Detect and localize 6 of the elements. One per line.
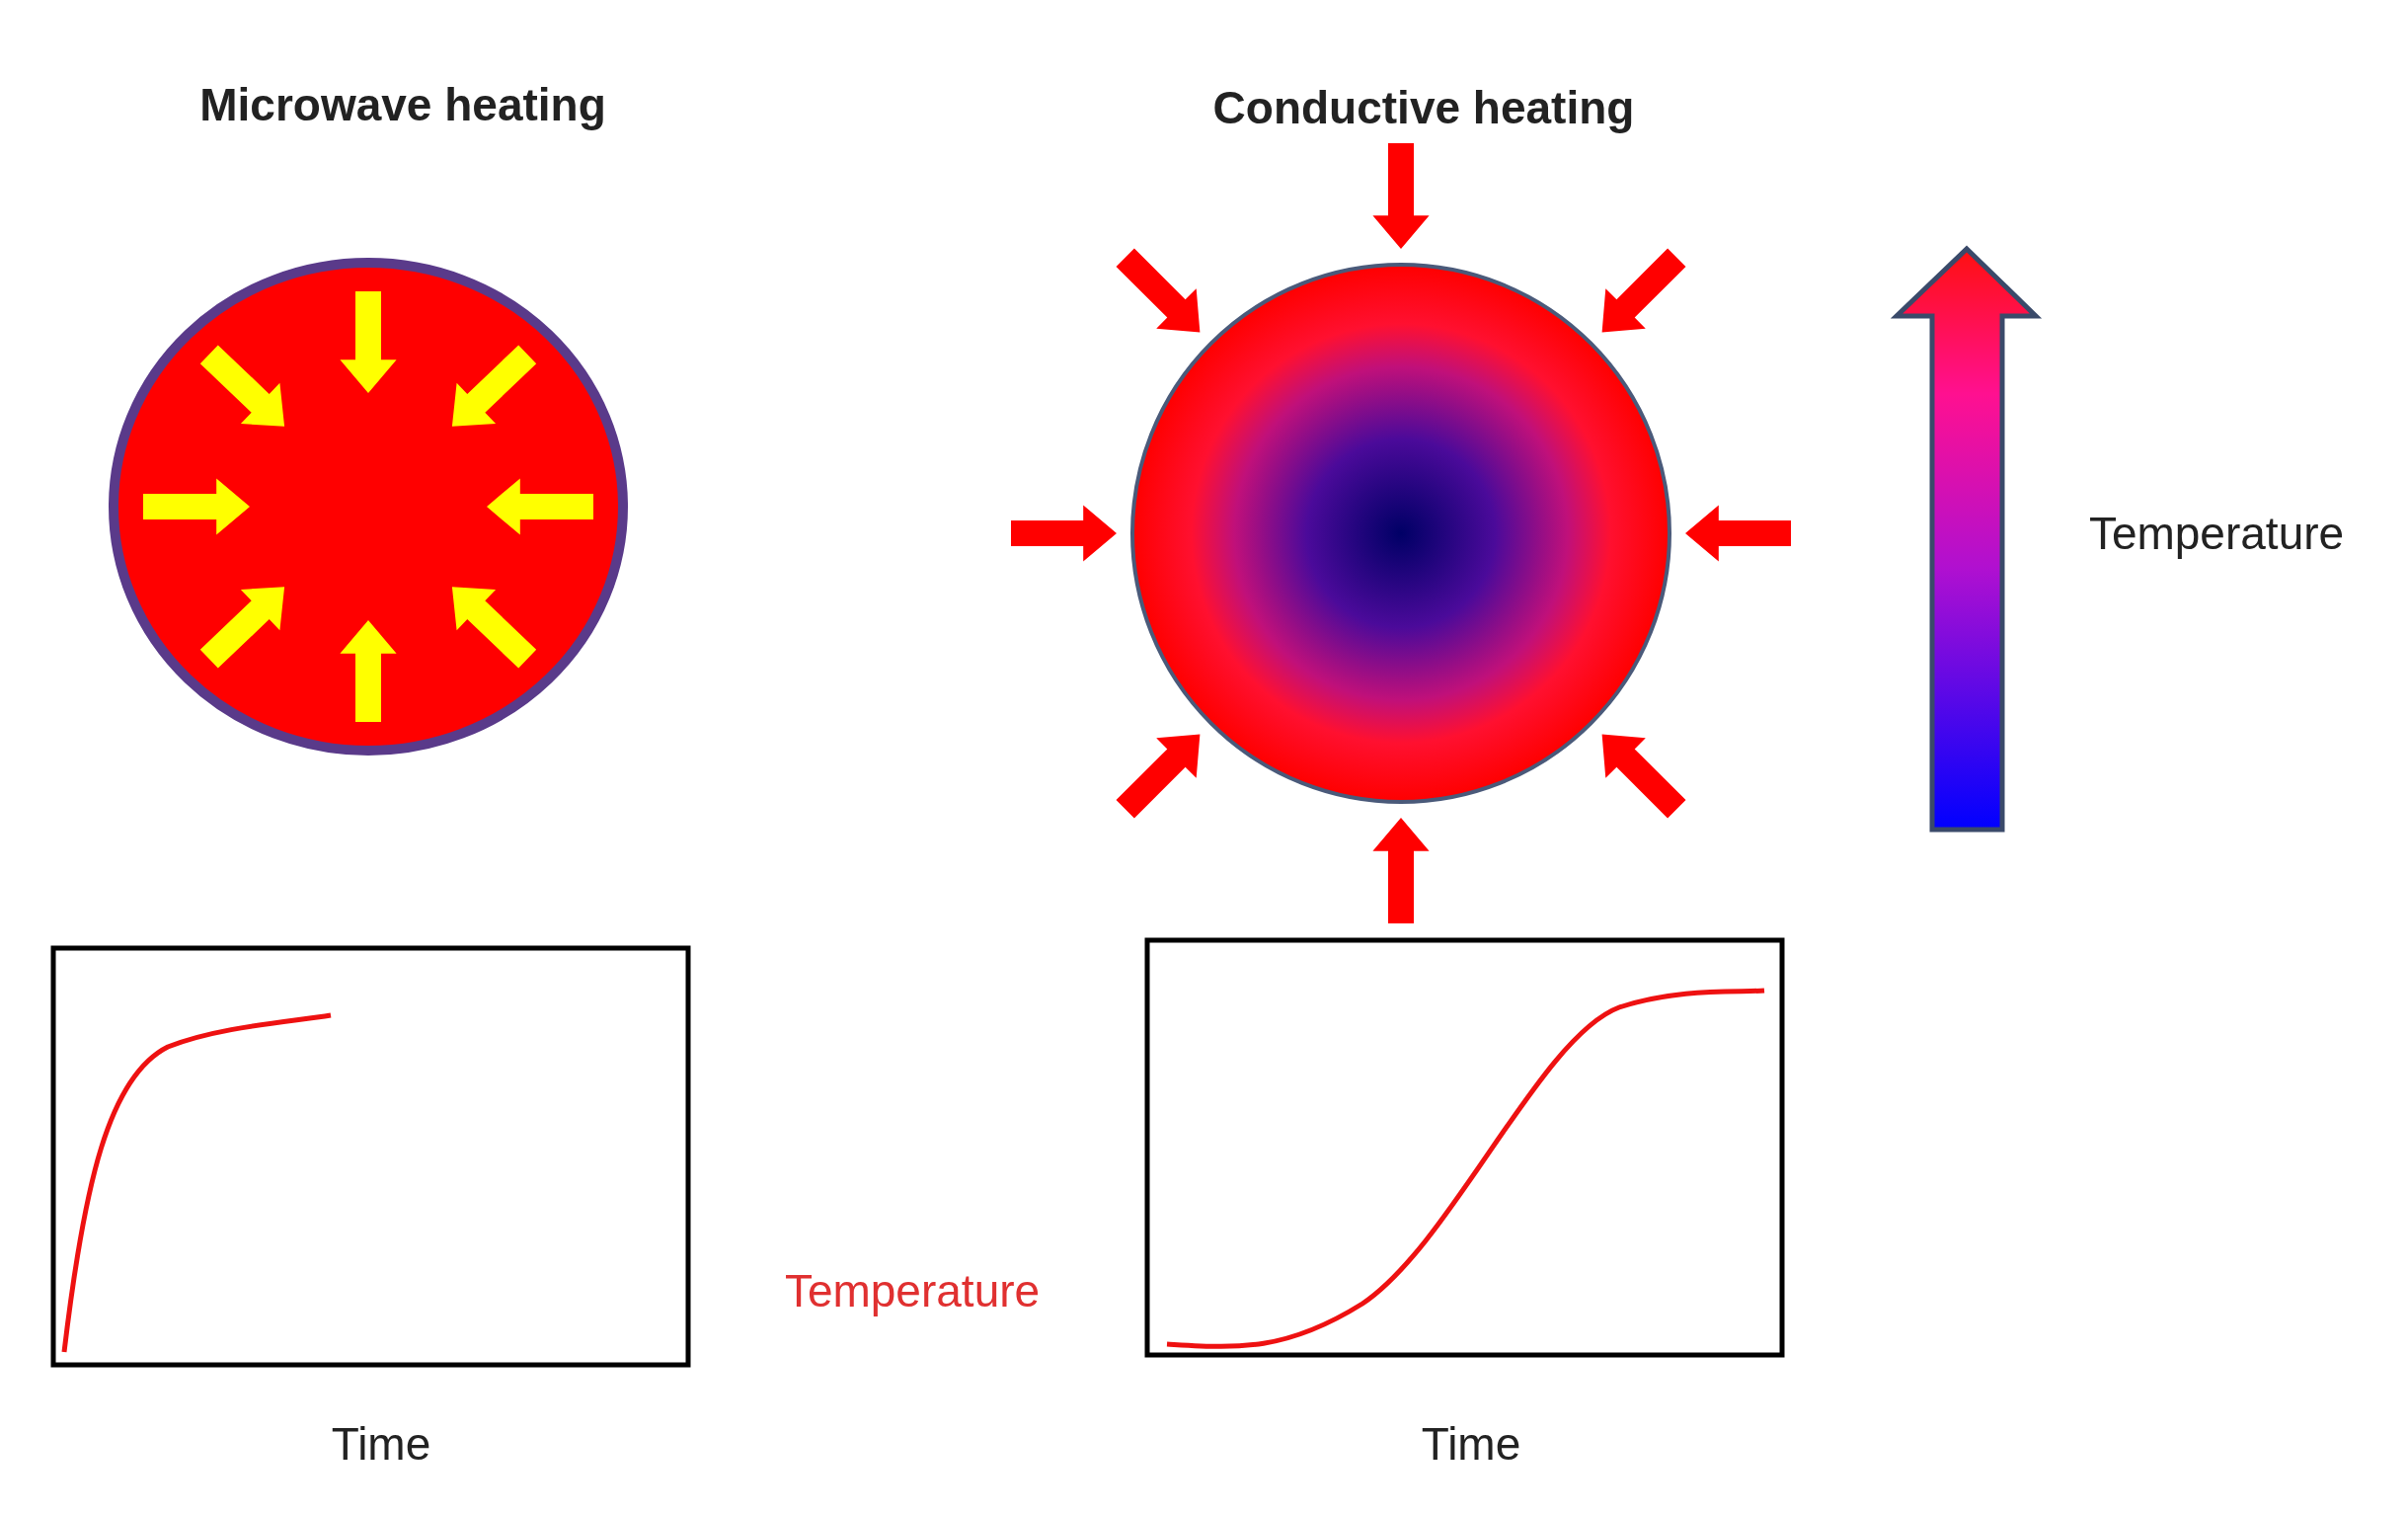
axis-label: Time bbox=[331, 1417, 431, 1471]
heading: Conductive heating bbox=[1212, 81, 1635, 134]
axis-label: Temperature bbox=[784, 1264, 1041, 1317]
scale-label: Temperature bbox=[2088, 507, 2345, 560]
heading: Microwave heating bbox=[199, 78, 606, 131]
axis-label: Time bbox=[1421, 1417, 1521, 1471]
